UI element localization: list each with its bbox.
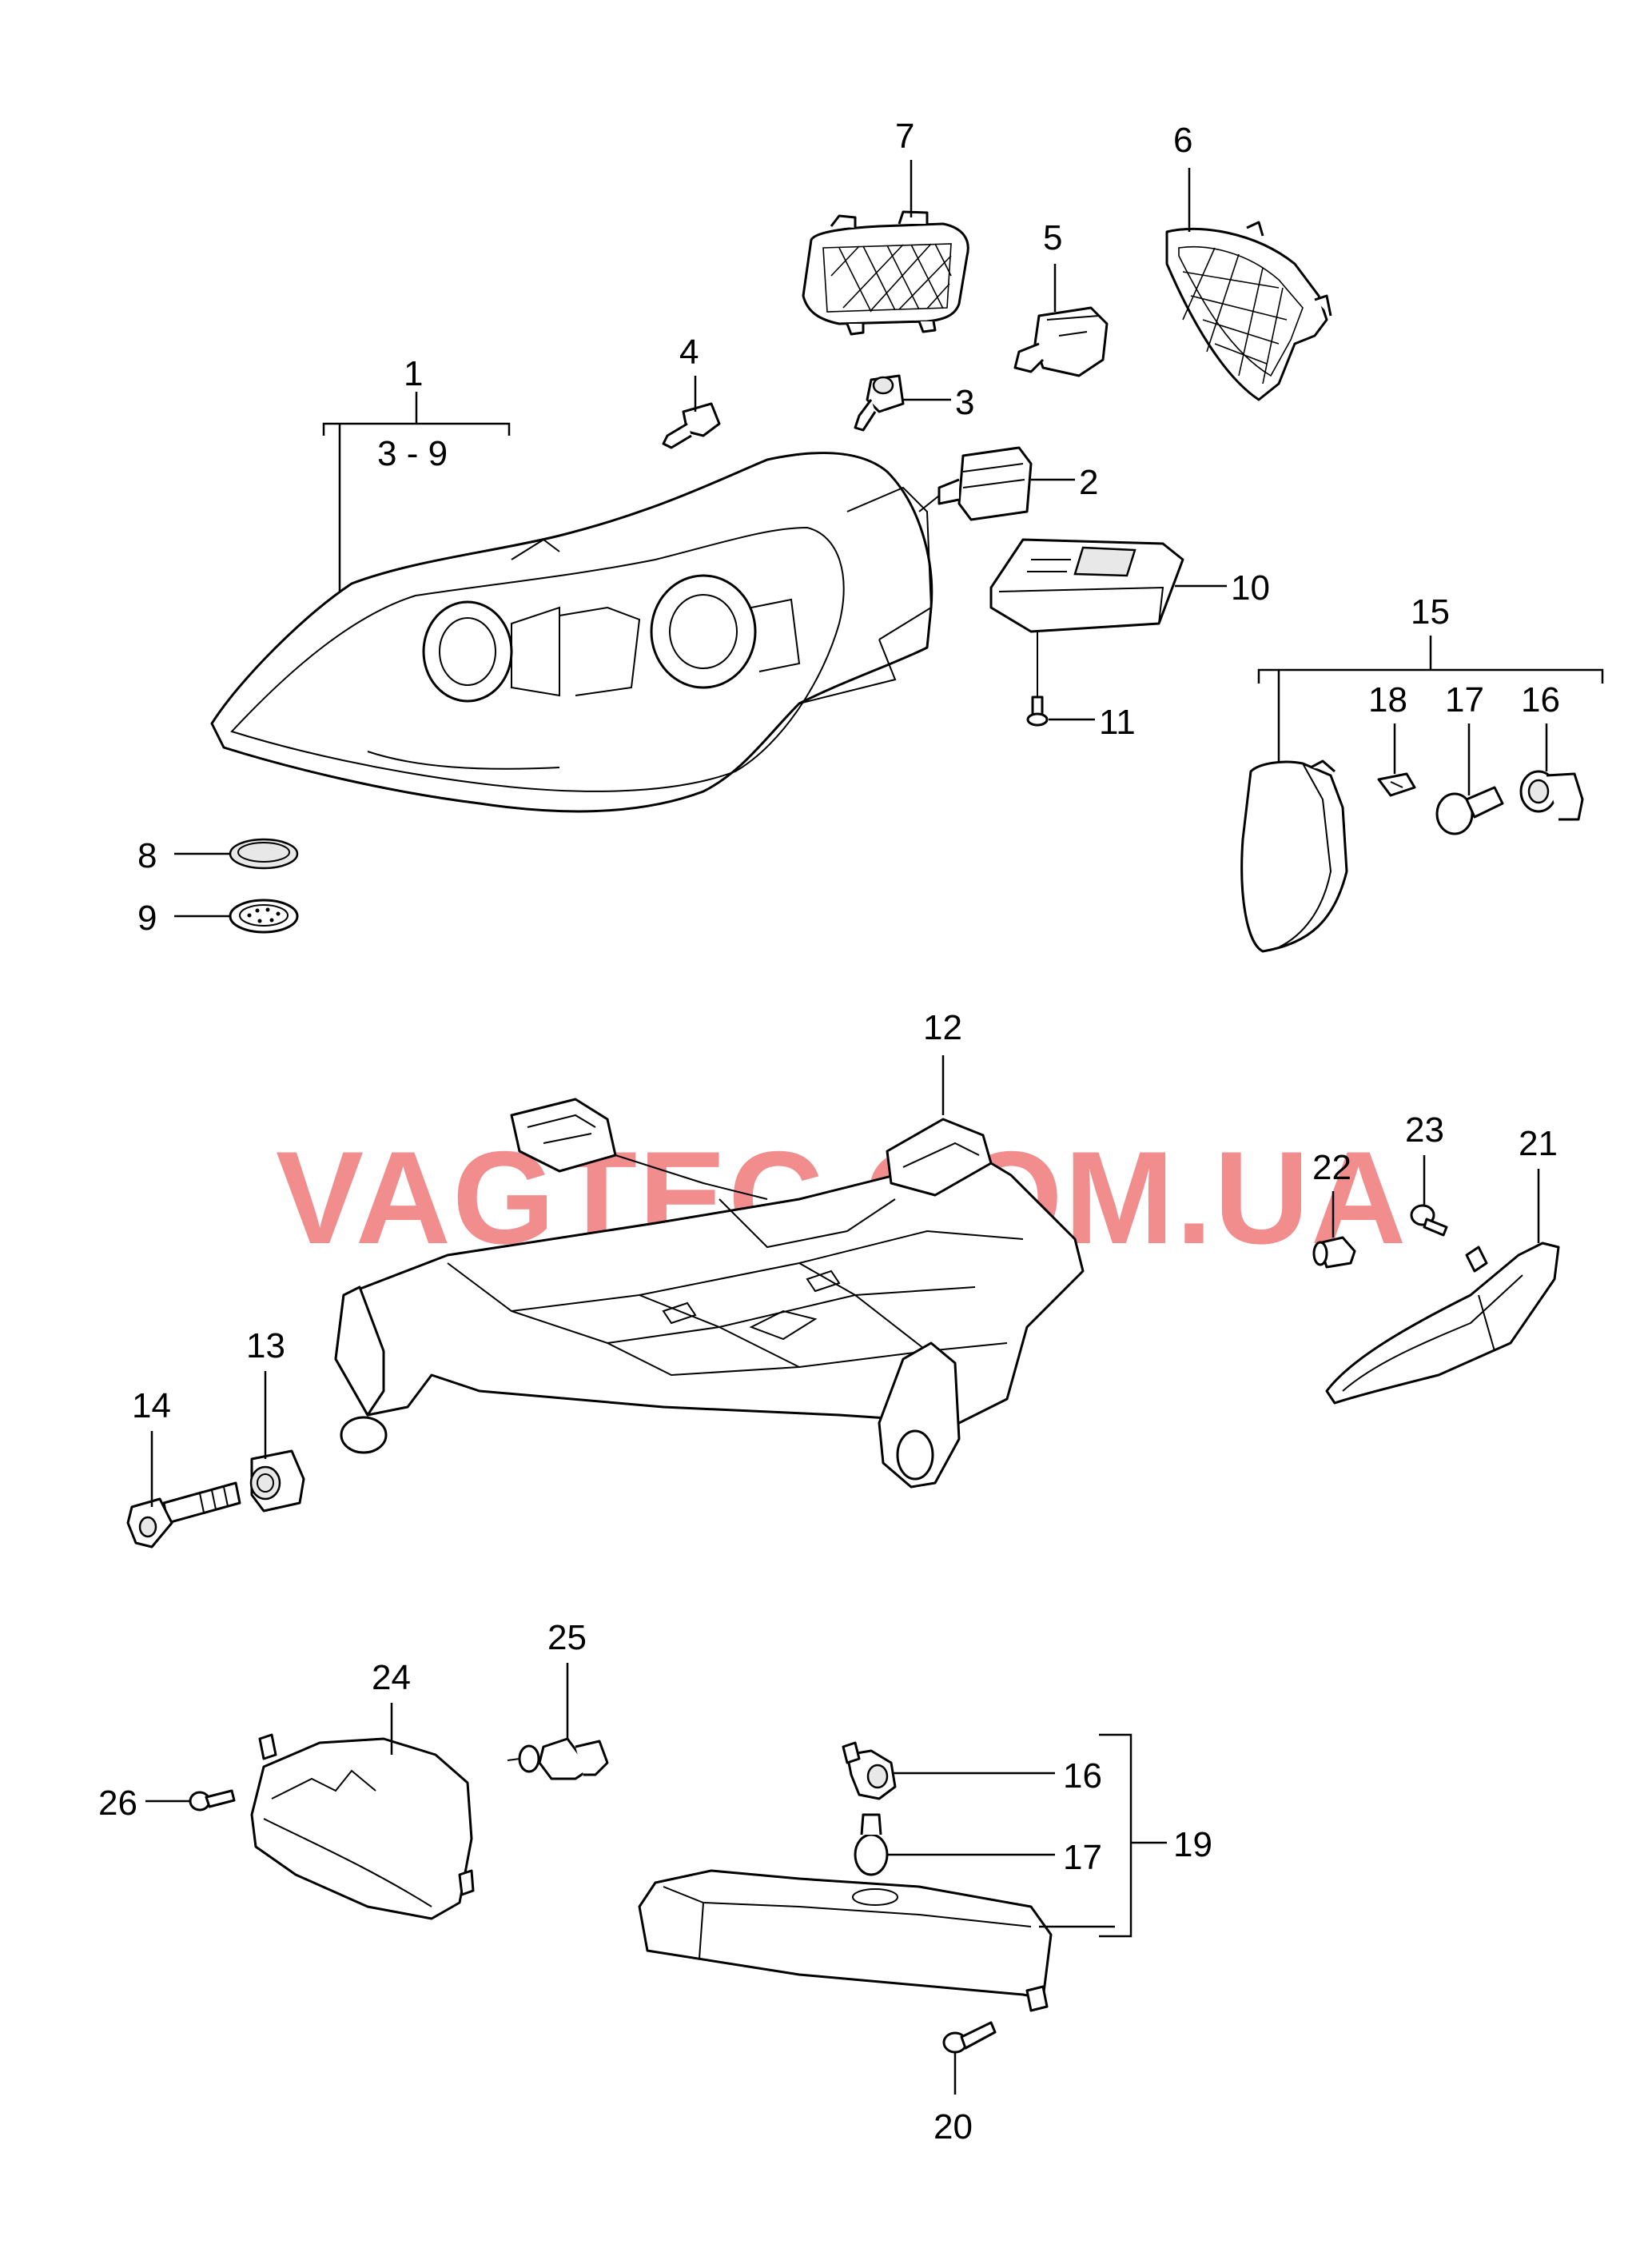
bracket-15 (1257, 636, 1604, 767)
bulb-part-18 (1377, 772, 1416, 797)
carrier-frame-part-12 (334, 1098, 1085, 1489)
bulb-part-3 (854, 374, 905, 432)
label-5: 5 (1043, 218, 1062, 257)
label-11: 11 (1099, 703, 1136, 742)
cap-part-8 (229, 838, 299, 870)
label-24: 24 (372, 1658, 411, 1697)
bulb-part-4 (662, 402, 721, 449)
side-marker-lamp (1240, 759, 1348, 953)
screw-part-26 (189, 1789, 236, 1812)
bracket-19 (1099, 1733, 1167, 1938)
label-1-range: 3 - 9 (377, 434, 448, 473)
side-indicator-part-21 (1325, 1242, 1560, 1405)
control-unit-part-10 (989, 538, 1184, 633)
bulb-part-17a (1435, 786, 1504, 835)
headlight-assembly (210, 452, 933, 813)
label-14: 14 (132, 1386, 171, 1425)
label-8: 8 (137, 836, 157, 875)
label-23: 23 (1405, 1110, 1444, 1150)
cap-part-9 (229, 899, 299, 934)
label-16-top: 16 (1521, 680, 1560, 719)
label-18: 18 (1368, 680, 1407, 719)
label-12: 12 (923, 1008, 962, 1047)
screw-part-20 (942, 2021, 997, 2054)
grommet-part-13 (249, 1449, 305, 1513)
label-15: 15 (1411, 592, 1450, 632)
label-20: 20 (933, 2107, 973, 2146)
bumper-lamp-part-19 (638, 1869, 1053, 2012)
label-2: 2 (1079, 463, 1098, 502)
screw-part-11 (1026, 632, 1049, 727)
bracket-1 (322, 392, 511, 592)
label-4: 4 (679, 333, 699, 372)
label-13: 13 (246, 1326, 285, 1365)
label-7: 7 (895, 117, 914, 156)
bolt-part-14 (126, 1481, 241, 1549)
xenon-bulb-part (918, 446, 1033, 521)
screw-part-23 (1410, 1204, 1448, 1237)
bulb-part-25 (507, 1737, 609, 1780)
label-17-top: 17 (1445, 680, 1484, 719)
cap-cover-part-7 (802, 210, 969, 336)
label-22: 22 (1312, 1148, 1351, 1187)
label-10: 10 (1231, 568, 1270, 608)
label-1: 1 (404, 354, 423, 393)
bulb-socket-part-16b (842, 1741, 897, 1800)
label-19: 19 (1173, 1825, 1212, 1864)
label-26: 26 (98, 1784, 137, 1823)
label-16-bottom: 16 (1063, 1756, 1102, 1796)
bulb-holder-part-5 (1013, 306, 1109, 377)
grille-cover-part-6 (1165, 221, 1332, 401)
bulb-part-17b (854, 1813, 889, 1876)
bulb-socket-part-16a (1519, 770, 1584, 821)
label-17-bottom: 17 (1063, 1838, 1102, 1877)
label-21: 21 (1519, 1124, 1558, 1163)
label-6: 6 (1173, 121, 1192, 160)
fog-lamp-part-24 (250, 1733, 475, 1920)
label-9: 9 (137, 899, 157, 938)
label-25: 25 (547, 1618, 587, 1657)
bulb-part-22 (1312, 1236, 1356, 1269)
label-3: 3 (955, 383, 974, 422)
